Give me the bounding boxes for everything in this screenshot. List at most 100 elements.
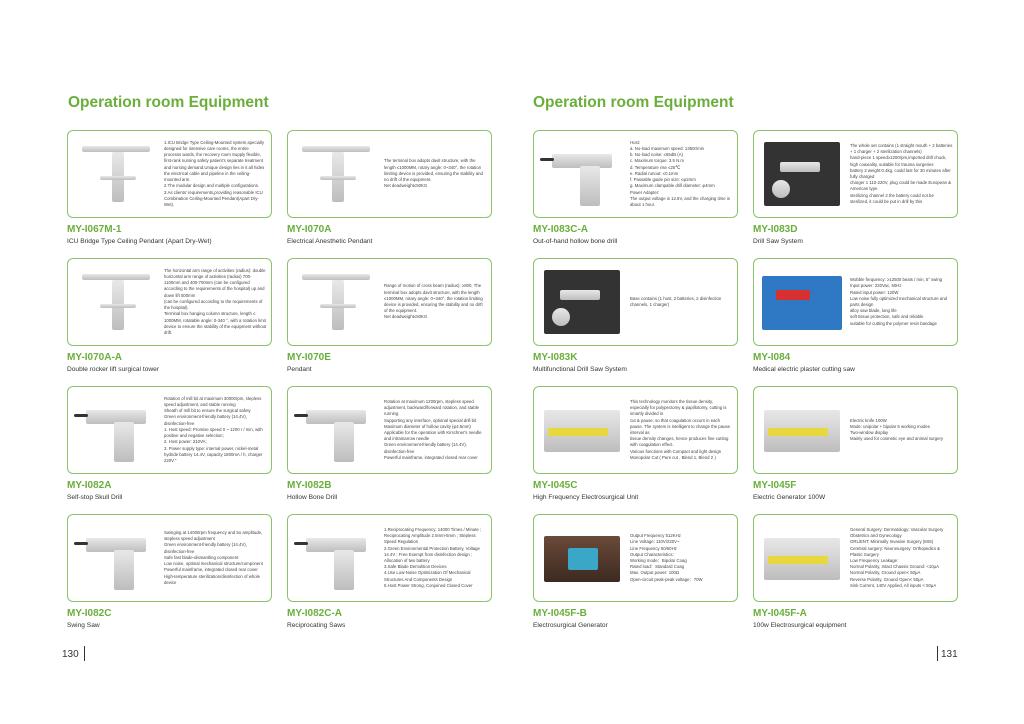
product-image — [72, 520, 160, 596]
product-model: MY-I070E — [287, 352, 331, 363]
product-description: 1.ICU Bridge Type Ceiling-Mounted system… — [164, 139, 265, 207]
product-image — [72, 392, 160, 468]
product-image — [538, 392, 626, 468]
product-item: 1.Reciprocating Frequency: 14000 Times /… — [287, 514, 492, 642]
product-name: Self-stop Skull Drill — [67, 494, 123, 501]
page-divider-left — [84, 646, 85, 661]
product-card: Host: a. No-load maximum speed: 1350r/mi… — [533, 130, 738, 218]
product-image — [758, 136, 846, 212]
product-card: The whole set contains (1 straight mouth… — [753, 130, 958, 218]
product-item: Host: a. No-load maximum speed: 1350r/mi… — [533, 130, 738, 258]
product-model: MY-I082A — [67, 480, 112, 491]
product-card: Range of motion of cross beam (radius): … — [287, 258, 492, 346]
product-description: The horizontal arm range of activities (… — [164, 267, 267, 335]
product-card: Rotation at maximum 1200rpm, stepless sp… — [287, 386, 492, 474]
product-model: MY-I045C — [533, 480, 578, 491]
right-page-title: Operation room Equipment — [533, 94, 734, 111]
product-description: Swinging at 14000rpm frequency and 5o am… — [164, 530, 263, 585]
product-description: Rotation of mill bit at maximum 30000rpm… — [164, 395, 263, 463]
product-description: The terminal box adopts davit structure,… — [384, 158, 483, 189]
product-model: MY-I070A-A — [67, 352, 123, 363]
product-model: MY-I084 — [753, 352, 791, 363]
product-item: Swinging at 14000rpm frequency and 5o am… — [67, 514, 272, 642]
left-page-title: Operation room Equipment — [68, 94, 269, 111]
product-name: Multifunctional Drill Saw System — [533, 366, 627, 373]
product-item: The terminal box adopts davit structure,… — [287, 130, 492, 258]
product-description: Base contains (1 host, 2 batteries, 2 di… — [630, 295, 722, 307]
product-card: This technology monitors the tissue dens… — [533, 386, 738, 474]
product-model: MY-I045F — [753, 480, 797, 491]
product-image — [292, 264, 380, 340]
product-model: MY-I082C — [67, 608, 112, 619]
product-model: MY-I082B — [287, 480, 332, 491]
product-card: Output Frequency 512KHz Line Voltage: 11… — [533, 514, 738, 602]
product-name: Electrical Anesthetic Pendant — [287, 238, 373, 245]
product-image — [538, 264, 626, 340]
product-item: This technology monitors the tissue dens… — [533, 386, 738, 514]
product-model: MY-I083C-A — [533, 224, 589, 235]
product-item: 1.ICU Bridge Type Ceiling-Mounted system… — [67, 130, 272, 258]
page-number-left: 130 — [62, 649, 79, 660]
left-product-grid: 1.ICU Bridge Type Ceiling-Mounted system… — [67, 130, 492, 642]
product-item: Wobble frequency: ≥12500 beats / min, 5°… — [753, 258, 958, 386]
product-name: Hollow Bone Drill — [287, 494, 338, 501]
product-image — [72, 136, 160, 212]
product-description: Output Frequency 512KHz Line Voltage: 11… — [630, 533, 703, 582]
product-name: Out-of-hand hollow bone drill — [533, 238, 618, 245]
product-card: 1.ICU Bridge Type Ceiling-Mounted system… — [67, 130, 272, 218]
product-item: Range of motion of cross beam (radius): … — [287, 258, 492, 386]
product-card: Electric knife 100W Mode: unipolar + bip… — [753, 386, 958, 474]
product-item: Rotation of mill bit at maximum 30000rpm… — [67, 386, 272, 514]
product-name: High Frequency Electrosurgical Unit — [533, 494, 639, 501]
product-name: Double rocker lift surgical tower — [67, 366, 159, 373]
product-description: Electric knife 100W Mode: unipolar + bip… — [850, 417, 944, 442]
product-card: Wobble frequency: ≥12500 beats / min, 5°… — [753, 258, 958, 346]
product-item: The horizontal arm range of activities (… — [67, 258, 272, 386]
page-divider-right — [937, 646, 938, 661]
product-name: Electrosurgical Generator — [533, 622, 608, 629]
product-description: The whole set contains (1 straight mouth… — [850, 142, 953, 204]
product-description: Rotation at maximum 1200rpm, stepless sp… — [384, 398, 482, 460]
product-card: Rotation of mill bit at maximum 30000rpm… — [67, 386, 272, 474]
product-card: Base contains (1 host, 2 batteries, 2 di… — [533, 258, 738, 346]
product-description: Wobble frequency: ≥12500 beats / min, 5°… — [850, 277, 947, 326]
product-description: 1.Reciprocating Frequency: 14000 Times /… — [384, 526, 482, 588]
product-name: Medical electric plaster cutting saw — [753, 366, 855, 373]
product-description: This technology monitors the tissue dens… — [630, 398, 731, 460]
product-image — [292, 392, 380, 468]
product-model: MY-I083D — [753, 224, 798, 235]
product-name: Pendant — [287, 366, 312, 373]
product-card: The horizontal arm range of activities (… — [67, 258, 272, 346]
product-model: MY-I070A — [287, 224, 332, 235]
product-image — [292, 136, 380, 212]
page-number-right: 131 — [941, 649, 958, 660]
product-image — [758, 392, 846, 468]
right-product-grid: Host: a. No-load maximum speed: 1350r/mi… — [533, 130, 958, 642]
product-item: Base contains (1 host, 2 batteries, 2 di… — [533, 258, 738, 386]
product-model: MY-I083K — [533, 352, 578, 363]
product-name: Drill Saw System — [753, 238, 803, 245]
product-item: The whole set contains (1 straight mouth… — [753, 130, 958, 258]
product-image — [758, 264, 846, 340]
product-card: Swinging at 14000rpm frequency and 5o am… — [67, 514, 272, 602]
product-name: 100w Electrosurgical equipment — [753, 622, 847, 629]
product-name: ICU Bridge Type Ceiling Pendant (Apart D… — [67, 238, 212, 245]
product-model: MY-I045F-A — [753, 608, 807, 619]
product-card: The terminal box adopts davit structure,… — [287, 130, 492, 218]
product-image — [538, 520, 626, 596]
product-item: General Surgery: Dermatology: Vascular S… — [753, 514, 958, 642]
product-description: Host: a. No-load maximum speed: 1350r/mi… — [630, 139, 730, 207]
product-description: Range of motion of cross beam (radius): … — [384, 283, 483, 320]
product-name: Reciprocating Saws — [287, 622, 346, 629]
product-card: General Surgery: Dermatology: Vascular S… — [753, 514, 958, 602]
product-model: MY-I045F-B — [533, 608, 587, 619]
product-item: Rotation at maximum 1200rpm, stepless sp… — [287, 386, 492, 514]
product-description: General Surgery: Dermatology: Vascular S… — [850, 526, 944, 588]
product-name: Electric Generator 100W — [753, 494, 826, 501]
product-image — [72, 264, 160, 340]
product-item: Electric knife 100W Mode: unipolar + bip… — [753, 386, 958, 514]
product-image — [538, 136, 626, 212]
product-item: Output Frequency 512KHz Line Voltage: 11… — [533, 514, 738, 642]
product-image — [758, 520, 846, 596]
product-model: MY-I067M-1 — [67, 224, 122, 235]
